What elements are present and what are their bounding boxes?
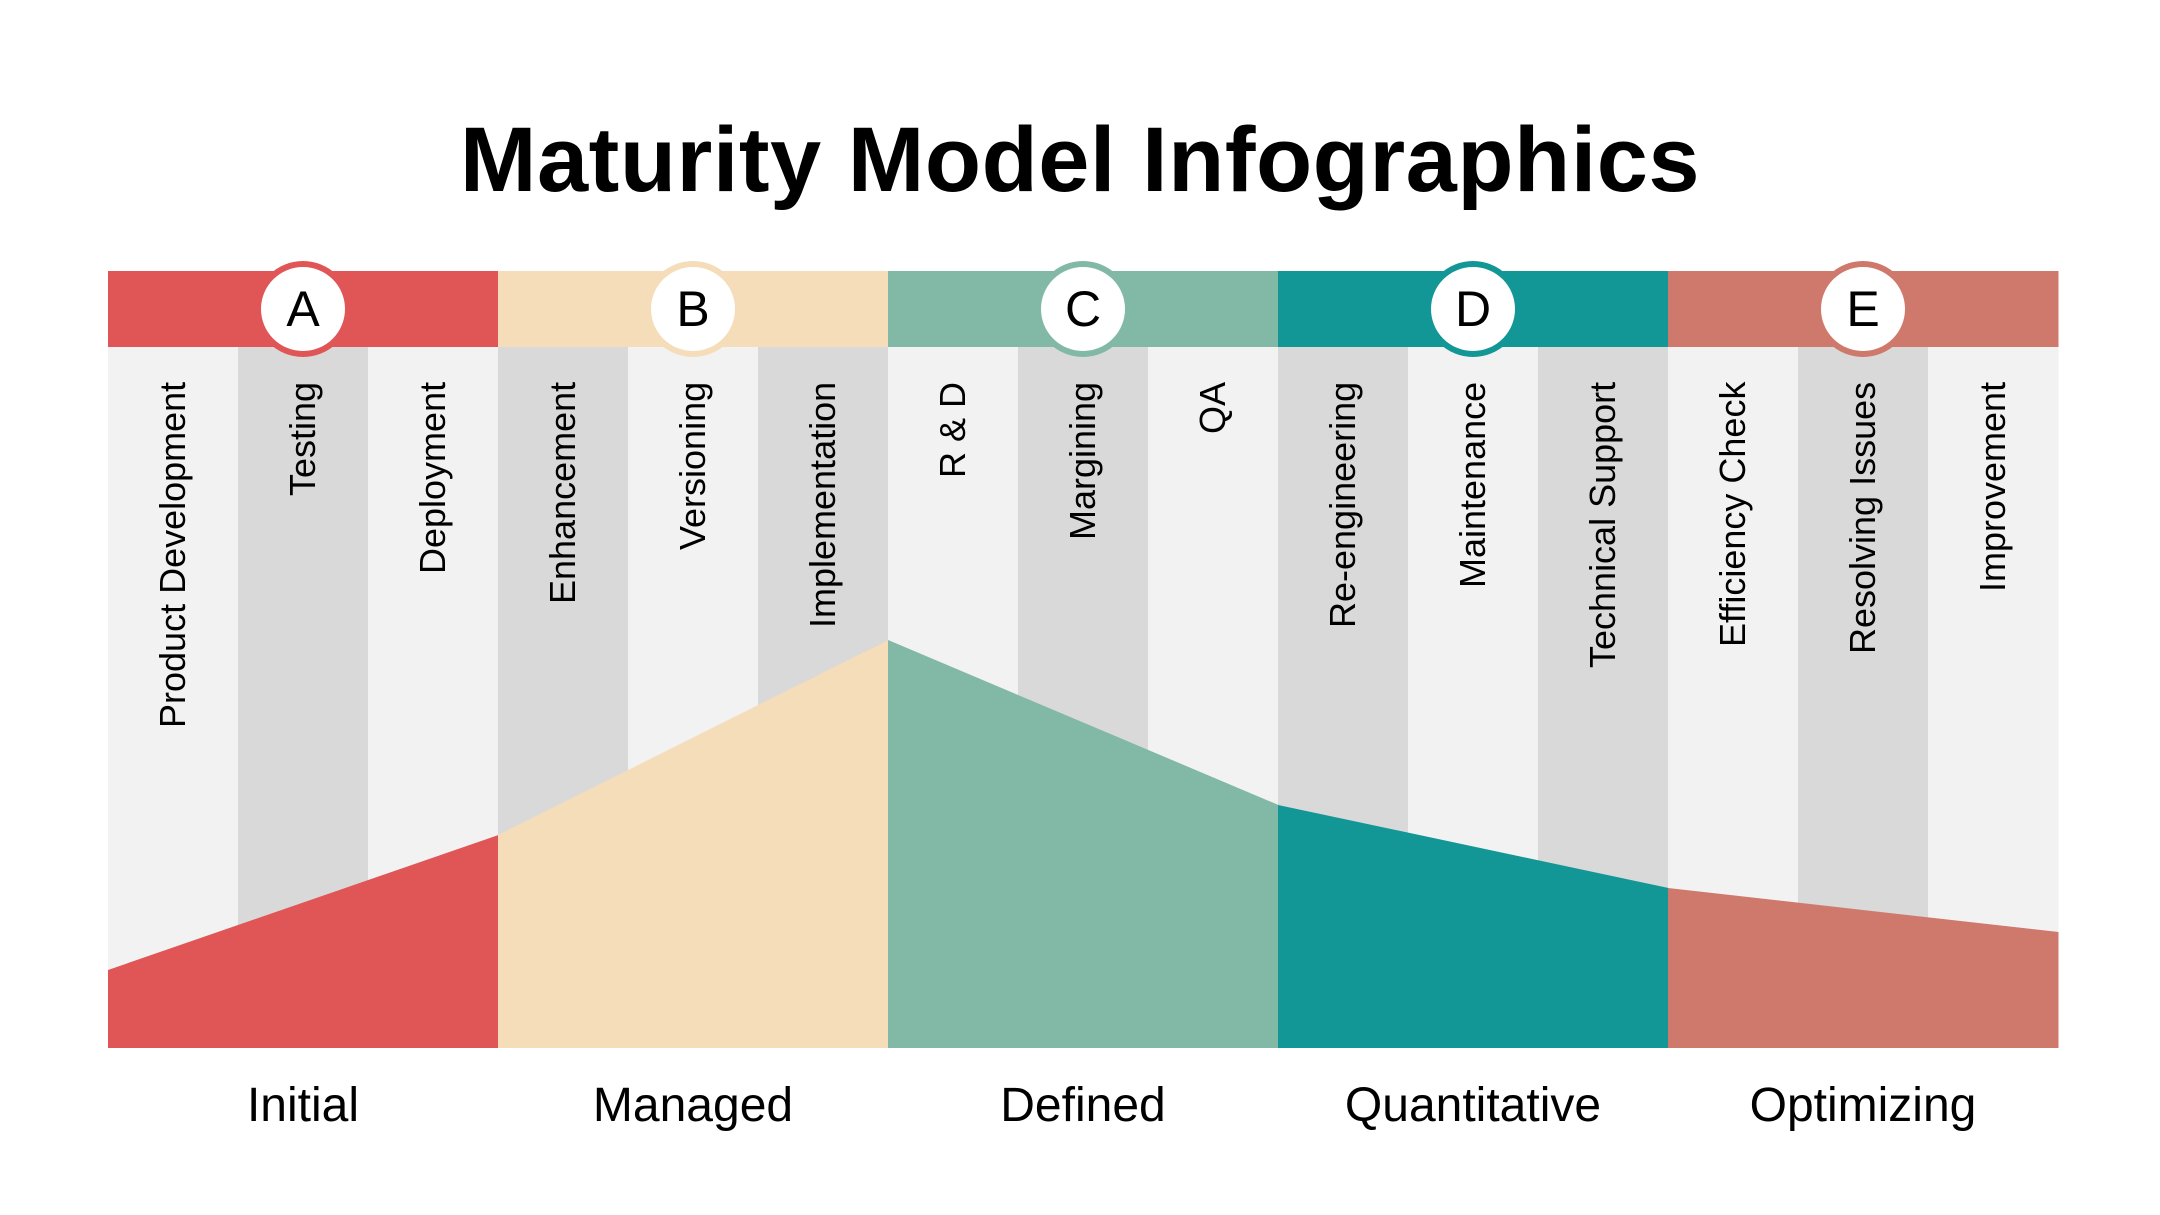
stage-level-area [108,835,499,1048]
stage-badge: D [1425,261,1521,357]
column-label: Implementation [802,381,843,628]
stage-badge: A [255,261,351,357]
stage-badge: B [645,261,741,357]
page-title: Maturity Model Infographics [459,109,1701,211]
column-label: Efficiency Check [1712,381,1753,647]
column-label: Margining [1062,381,1103,540]
stage-badge: C [1035,261,1131,357]
stage-level-area [888,640,1279,1048]
column-label: Enhancement [542,381,583,604]
stage-level-area [498,640,889,1048]
column-label: Maintenance [1452,381,1493,588]
stage-name: Managed [592,1079,794,1132]
column-label: Technical Support [1582,381,1623,668]
stage-level-area [1278,805,1669,1048]
column-label: Testing [282,381,323,496]
column-label: Improvement [1972,381,2013,592]
column-label: QA [1192,381,1233,434]
stage-badge: E [1815,261,1911,357]
stage-level-area [1668,888,2059,1048]
column-label: Re-engineering [1322,381,1363,628]
stage-name: Optimizing [1749,1079,1977,1132]
column-label: Versioning [672,381,713,550]
column-label: Resolving Issues [1842,381,1883,654]
column-label: R & D [932,381,973,478]
column-label: Deployment [412,381,453,574]
column-stripe [108,347,239,1048]
stage-name: Defined [1000,1079,1166,1132]
stage-name: Initial [246,1079,360,1132]
column-label: Product Development [152,381,193,728]
stage-name: Quantitative [1344,1079,1602,1132]
